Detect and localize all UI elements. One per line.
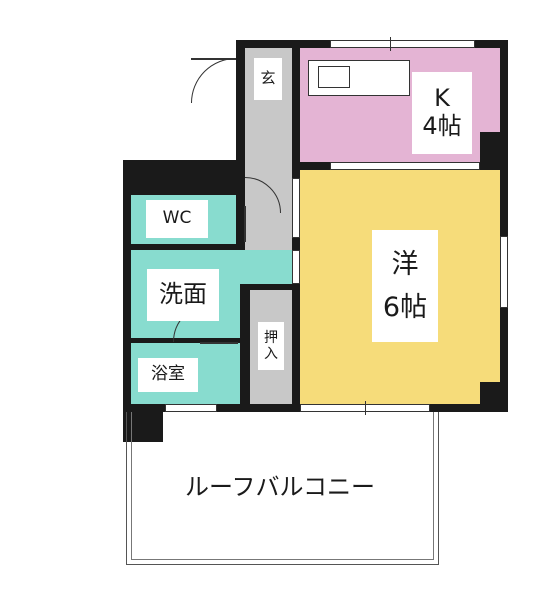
- roof-balcony-inner-outline: [131, 412, 434, 560]
- room-label-kitchen: K 4帖: [412, 72, 472, 154]
- room-label-washroom: 洗面: [147, 269, 219, 321]
- window-western-bottom-mullion: [365, 401, 366, 415]
- washroom-name: 洗面: [159, 280, 207, 309]
- wall-closet-top: [240, 284, 292, 290]
- wall-entrance-left: [236, 40, 245, 205]
- bath-door-leaf: [200, 342, 238, 344]
- wall-left-block-top: [123, 160, 245, 195]
- window-kitchen-bottom: [330, 162, 480, 170]
- entrance-name: 玄: [260, 69, 276, 88]
- window-kitchen-top-mullion: [390, 37, 391, 51]
- kitchen-size: 4帖: [422, 112, 462, 140]
- room-label-balcony: ルーフバルコニー: [150, 468, 410, 508]
- closet-line2: 入: [264, 346, 278, 362]
- room-label-entrance: 玄: [254, 58, 282, 100]
- wall-right-upper: [500, 40, 508, 160]
- wall-wc-right: [236, 195, 245, 250]
- room-label-bathroom: 浴室: [138, 358, 198, 392]
- sliding-door-washroom: [292, 250, 300, 284]
- wc-door-leaf: [244, 206, 246, 242]
- window-western-right: [500, 236, 508, 308]
- kitchen-name: K: [434, 84, 450, 113]
- room-label-western: 洋 6帖: [372, 230, 438, 342]
- roof-balcony-outline: [126, 412, 439, 565]
- wc-name: WC: [162, 208, 192, 229]
- window-kitchen-top: [330, 40, 475, 48]
- room-label-closet: 押 入: [258, 322, 284, 370]
- bathroom-name: 浴室: [151, 364, 185, 385]
- window-bath-bottom: [165, 404, 217, 412]
- sliding-door-western: [292, 178, 300, 238]
- wall-closet-left: [240, 284, 250, 410]
- closet-line1: 押: [264, 329, 278, 346]
- western-size: 6帖: [382, 292, 428, 323]
- wall-wc-washroom: [131, 244, 237, 250]
- entrance-door-leaf: [191, 58, 236, 60]
- western-name: 洋: [391, 248, 419, 280]
- wall-bottom-left-corner: [123, 404, 163, 442]
- wall-left-outer: [123, 160, 131, 442]
- balcony-name: ルーフバルコニー: [184, 473, 376, 502]
- kitchen-sink: [318, 66, 350, 88]
- room-label-wc: WC: [146, 200, 208, 238]
